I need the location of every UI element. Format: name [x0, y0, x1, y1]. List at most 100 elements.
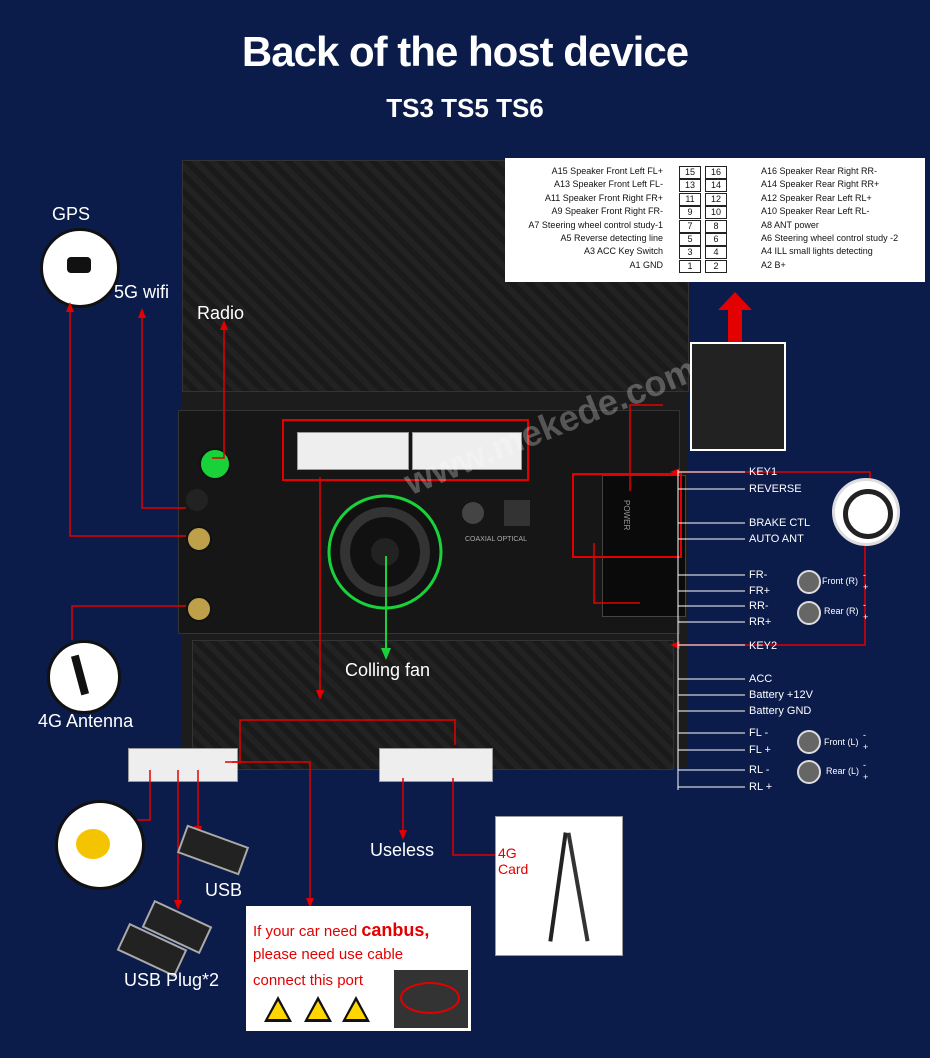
4g-antenna-label: 4G Antenna [38, 711, 134, 731]
pin-label-right: A2 B+ [761, 259, 786, 270]
radio-label: Radio [197, 303, 245, 323]
speaker-front-left-label: Front (L) [824, 737, 859, 747]
wire-fr-minus: FR- [749, 569, 768, 581]
pin-number: 11 [679, 192, 701, 206]
speaker-fl-minus: - [863, 730, 866, 740]
gps-label: GPS [52, 204, 91, 224]
arrow-up-icon [718, 292, 752, 342]
pin-number: 7 [679, 219, 701, 233]
pin-number: 15 [679, 166, 701, 179]
optical-port[interactable] [504, 500, 530, 526]
coaxial-port[interactable] [462, 502, 484, 524]
pin-label-left: A15 Speaker Front Left FL+ [551, 166, 663, 176]
usb-av-connector[interactable] [128, 748, 238, 782]
pin-label-left: A1 GND [629, 259, 663, 270]
connector-right[interactable] [412, 432, 522, 470]
4g-antenna-icon [47, 640, 121, 714]
speaker-rear-left-label: Rear (L) [826, 766, 860, 776]
speaker-front-right-icon [797, 570, 821, 594]
wire-brake: BRAKE CTL [749, 517, 811, 529]
pinout-row: A15 Speaker Front Left FL+ 15 16 A16 Speake… [505, 166, 925, 179]
power-marking: POWER [622, 500, 631, 531]
wire-rl-plus: RL + [749, 781, 773, 793]
cooling-fan-icon [327, 494, 443, 610]
power-socket-photo [690, 342, 786, 451]
usb-plug-label: USB Plug*2 [124, 970, 220, 990]
speaker-fr-minus: - [863, 570, 866, 580]
pin-label-left: A9 Speaker Front Right FR- [551, 206, 663, 217]
wire-rr-plus: RR+ [749, 616, 772, 628]
speaker-rl-minus: - [863, 760, 866, 770]
pin-label-right: A8 ANT power [761, 219, 819, 230]
power-connector[interactable] [602, 475, 686, 617]
pin-label-left: A11 Speaker Front Right FR+ [544, 192, 663, 203]
canbus-port-photo [394, 970, 468, 1028]
speaker-rear-right-label: Rear (R) [824, 606, 859, 616]
useless-label: Useless [370, 840, 435, 860]
pin-label-right: A12 Speaker Rear Left RL+ [761, 192, 872, 203]
wifi-label: 5G wifi [114, 282, 170, 302]
speaker-front-right-label: Front (R) [822, 576, 858, 586]
page-title: Back of the host device [241, 28, 689, 75]
4g-card-cable-photo: 4G Card [495, 816, 623, 956]
usb-label: USB [205, 880, 243, 900]
pin-number: 16 [705, 166, 727, 179]
speaker-fl-plus: + [863, 742, 869, 752]
speaker-rr-plus: + [863, 612, 869, 622]
pin-number: 14 [705, 179, 727, 193]
note-line2: please need use cable [253, 946, 404, 963]
wire-fl-minus: FL - [749, 727, 769, 739]
pin-number: 12 [705, 192, 727, 206]
coaxial-marking: COAXIAL OPTICAL [465, 536, 527, 543]
fan-label: Colling fan [345, 660, 431, 680]
speaker-rear-right-icon [797, 601, 821, 625]
radio-port[interactable] [199, 448, 231, 480]
wire-key2: KEY2 [749, 640, 778, 652]
pin-number: 4 [705, 246, 727, 260]
connector-highlight [282, 419, 529, 481]
4g-port[interactable] [186, 596, 212, 622]
pin-number: 9 [679, 206, 701, 220]
pin-label-left: A13 Speaker Front Left FL- [553, 179, 663, 190]
connector-left[interactable] [297, 432, 409, 470]
pin-number: 10 [705, 206, 727, 220]
pin-label-right: A16 Speaker Rear Right RR- [761, 166, 878, 176]
pin-label-right: A10 Speaker Rear Left RL- [761, 206, 870, 217]
gps-port[interactable] [186, 526, 212, 552]
4g-card-label: 4G Card [498, 845, 529, 877]
speaker-rr-minus: - [863, 600, 866, 610]
pin-number: 1 [679, 259, 701, 273]
pin-number: 8 [705, 219, 727, 233]
pin-label-right: A4 ILL small lights detecting [761, 246, 873, 257]
page-subtitle: TS3 TS5 TS6 [386, 93, 544, 123]
note-bold: canbus, [361, 920, 430, 940]
wire-auto-ant: AUTO ANT [749, 533, 804, 545]
steering-wheel-icon [832, 478, 900, 546]
speaker-rl-plus: + [863, 772, 869, 782]
warning-icon-3 [342, 996, 370, 1022]
pin-label-right: A6 Steering wheel control study -2 [761, 233, 899, 243]
speaker-front-left-icon [797, 730, 821, 754]
speaker-rear-left-icon [797, 760, 821, 784]
wire-key1: KEY1 [749, 466, 778, 478]
av-cable-icon [55, 800, 145, 890]
pin-number: 6 [705, 233, 727, 246]
wifi-port[interactable] [186, 489, 208, 511]
wire-gnd: Battery GND [749, 705, 812, 717]
extra-connector[interactable] [379, 748, 493, 782]
note-line1: If your car need [253, 923, 362, 940]
pin-number: 5 [679, 233, 701, 246]
wire-rr-minus: RR- [749, 600, 769, 612]
pin-label-left: A3 ACC Key Switch [583, 246, 663, 257]
warning-icon-2 [304, 996, 332, 1022]
wire-reverse: REVERSE [749, 483, 802, 495]
pin-number: 13 [679, 179, 701, 193]
wire-acc: ACC [749, 673, 773, 685]
wire-fr-plus: FR+ [749, 585, 771, 597]
pinout-row: A11 Speaker Front Right FR+ 11 12 A12 Speak… [505, 192, 925, 206]
